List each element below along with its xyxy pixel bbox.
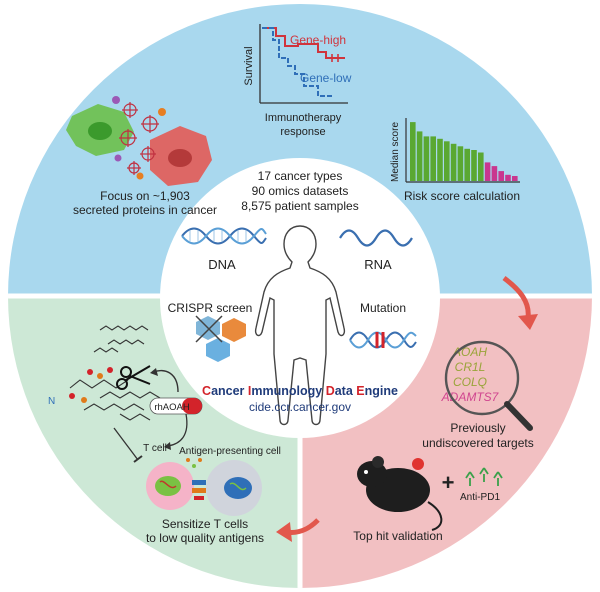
rna-label: RNA (364, 257, 392, 272)
risk-y-label: Median score (390, 122, 401, 182)
apc-icon (206, 460, 262, 516)
targets-caption-1: Previously (450, 421, 505, 435)
risk-bar (464, 148, 470, 181)
mutation-label: Mutation (360, 301, 406, 315)
targets-panel: AOAH CR1L COLQ ADAMTS7 Previously undisc… (422, 340, 534, 450)
engine-title: Cancer Immunology Data Engine (202, 384, 398, 398)
gene-cr1l: CR1L (455, 360, 486, 374)
phosphate-groups (69, 367, 113, 403)
risk-bar (457, 146, 464, 181)
secreted-caption-1: Focus on ~1,903 (100, 189, 190, 203)
survival-x-label-2: response (280, 126, 325, 138)
risk-bar (450, 143, 457, 181)
targets-caption-2: undiscovered targets (422, 436, 533, 450)
mouse-icon (357, 456, 443, 531)
survival-plot: Survival Gene-high Gene-low Immunotherap… (243, 24, 352, 138)
crispr-label: CRISPR screen (168, 301, 253, 315)
secreted-proteins-illustration: Focus on ~1,903 secreted proteins in can… (66, 96, 217, 217)
target-crosshair-icons (119, 102, 159, 175)
risk-bar (416, 131, 423, 181)
flow-arrows (276, 276, 538, 542)
rhaoah-badge: rhAOAH (149, 397, 203, 415)
plus-sign: + (442, 470, 455, 495)
risk-bars (410, 122, 518, 181)
risk-bar (430, 136, 436, 181)
dna-helix-icon (181, 227, 267, 245)
risk-bar (498, 171, 504, 181)
rhaoah-label: rhAOAH (154, 402, 190, 413)
tcell-label: T cell (143, 443, 167, 454)
magnifier-icon (444, 340, 533, 431)
center-content: 17 cancer types 90 omics datasets 8,575 … (168, 169, 417, 426)
nitrogen-glyph: N (48, 396, 55, 407)
mutation-dna-icon (349, 331, 417, 349)
antibody-icon (465, 467, 503, 486)
synapse-receptors (192, 480, 206, 500)
risk-bar (444, 141, 450, 181)
survival-y-label: Survival (243, 46, 255, 85)
antigen-sparks (186, 458, 202, 468)
secreted-caption-2: secreted proteins in cancer (73, 203, 217, 217)
gene-low-curve (262, 27, 332, 97)
risk-bar (410, 122, 416, 181)
mechanism-panel: N rhAOAH T cell Antigen-presenting cell (48, 325, 281, 545)
stats-line-2: 90 omics datasets (252, 184, 349, 198)
protein-dots (112, 96, 166, 180)
mechanism-caption-1: Sensitize T cells (162, 517, 248, 531)
human-silhouette-icon (254, 225, 346, 426)
risk-bar (423, 136, 430, 181)
blue-quadrant (8, 4, 592, 296)
mechanism-caption-2: to low quality antigens (146, 531, 264, 545)
lipid-structure-icon (69, 325, 161, 421)
risk-bar (512, 176, 518, 181)
gene-colq: COLQ (453, 375, 487, 389)
survival-x-label-1: Immunotherapy (265, 112, 342, 124)
arrow-to-targets (502, 276, 531, 319)
apc-label: Antigen-presenting cell (179, 446, 281, 457)
risk-bar (478, 152, 484, 181)
dna-label: DNA (208, 257, 236, 272)
risk-caption: Risk score calculation (404, 189, 520, 203)
gene-low-label: Gene-low (300, 71, 352, 85)
gene-high-label: Gene-high (290, 33, 346, 47)
risk-score-chart: Median score Risk score calculation (390, 118, 520, 203)
tcell-icon (146, 462, 194, 510)
validation-caption: Top hit validation (353, 529, 442, 543)
scissors-icon (116, 365, 151, 390)
stats-line-1: 17 cancer types (258, 169, 343, 183)
risk-bar (491, 166, 498, 181)
validation-panel: + Anti-PD1 Top hit validation (353, 456, 503, 543)
anti-pd1-label: Anti-PD1 (460, 492, 500, 503)
rna-strand-icon (339, 229, 413, 247)
gene-high-curve (262, 27, 345, 59)
risk-bar (484, 162, 491, 181)
crispr-cells-icon (195, 315, 246, 362)
risk-bar (437, 138, 443, 181)
stats-line-3: 8,575 patient samples (241, 199, 358, 213)
risk-bar (505, 174, 511, 181)
risk-bar (471, 150, 477, 181)
engine-url[interactable]: cide.ccr.cancer.gov (249, 400, 351, 414)
